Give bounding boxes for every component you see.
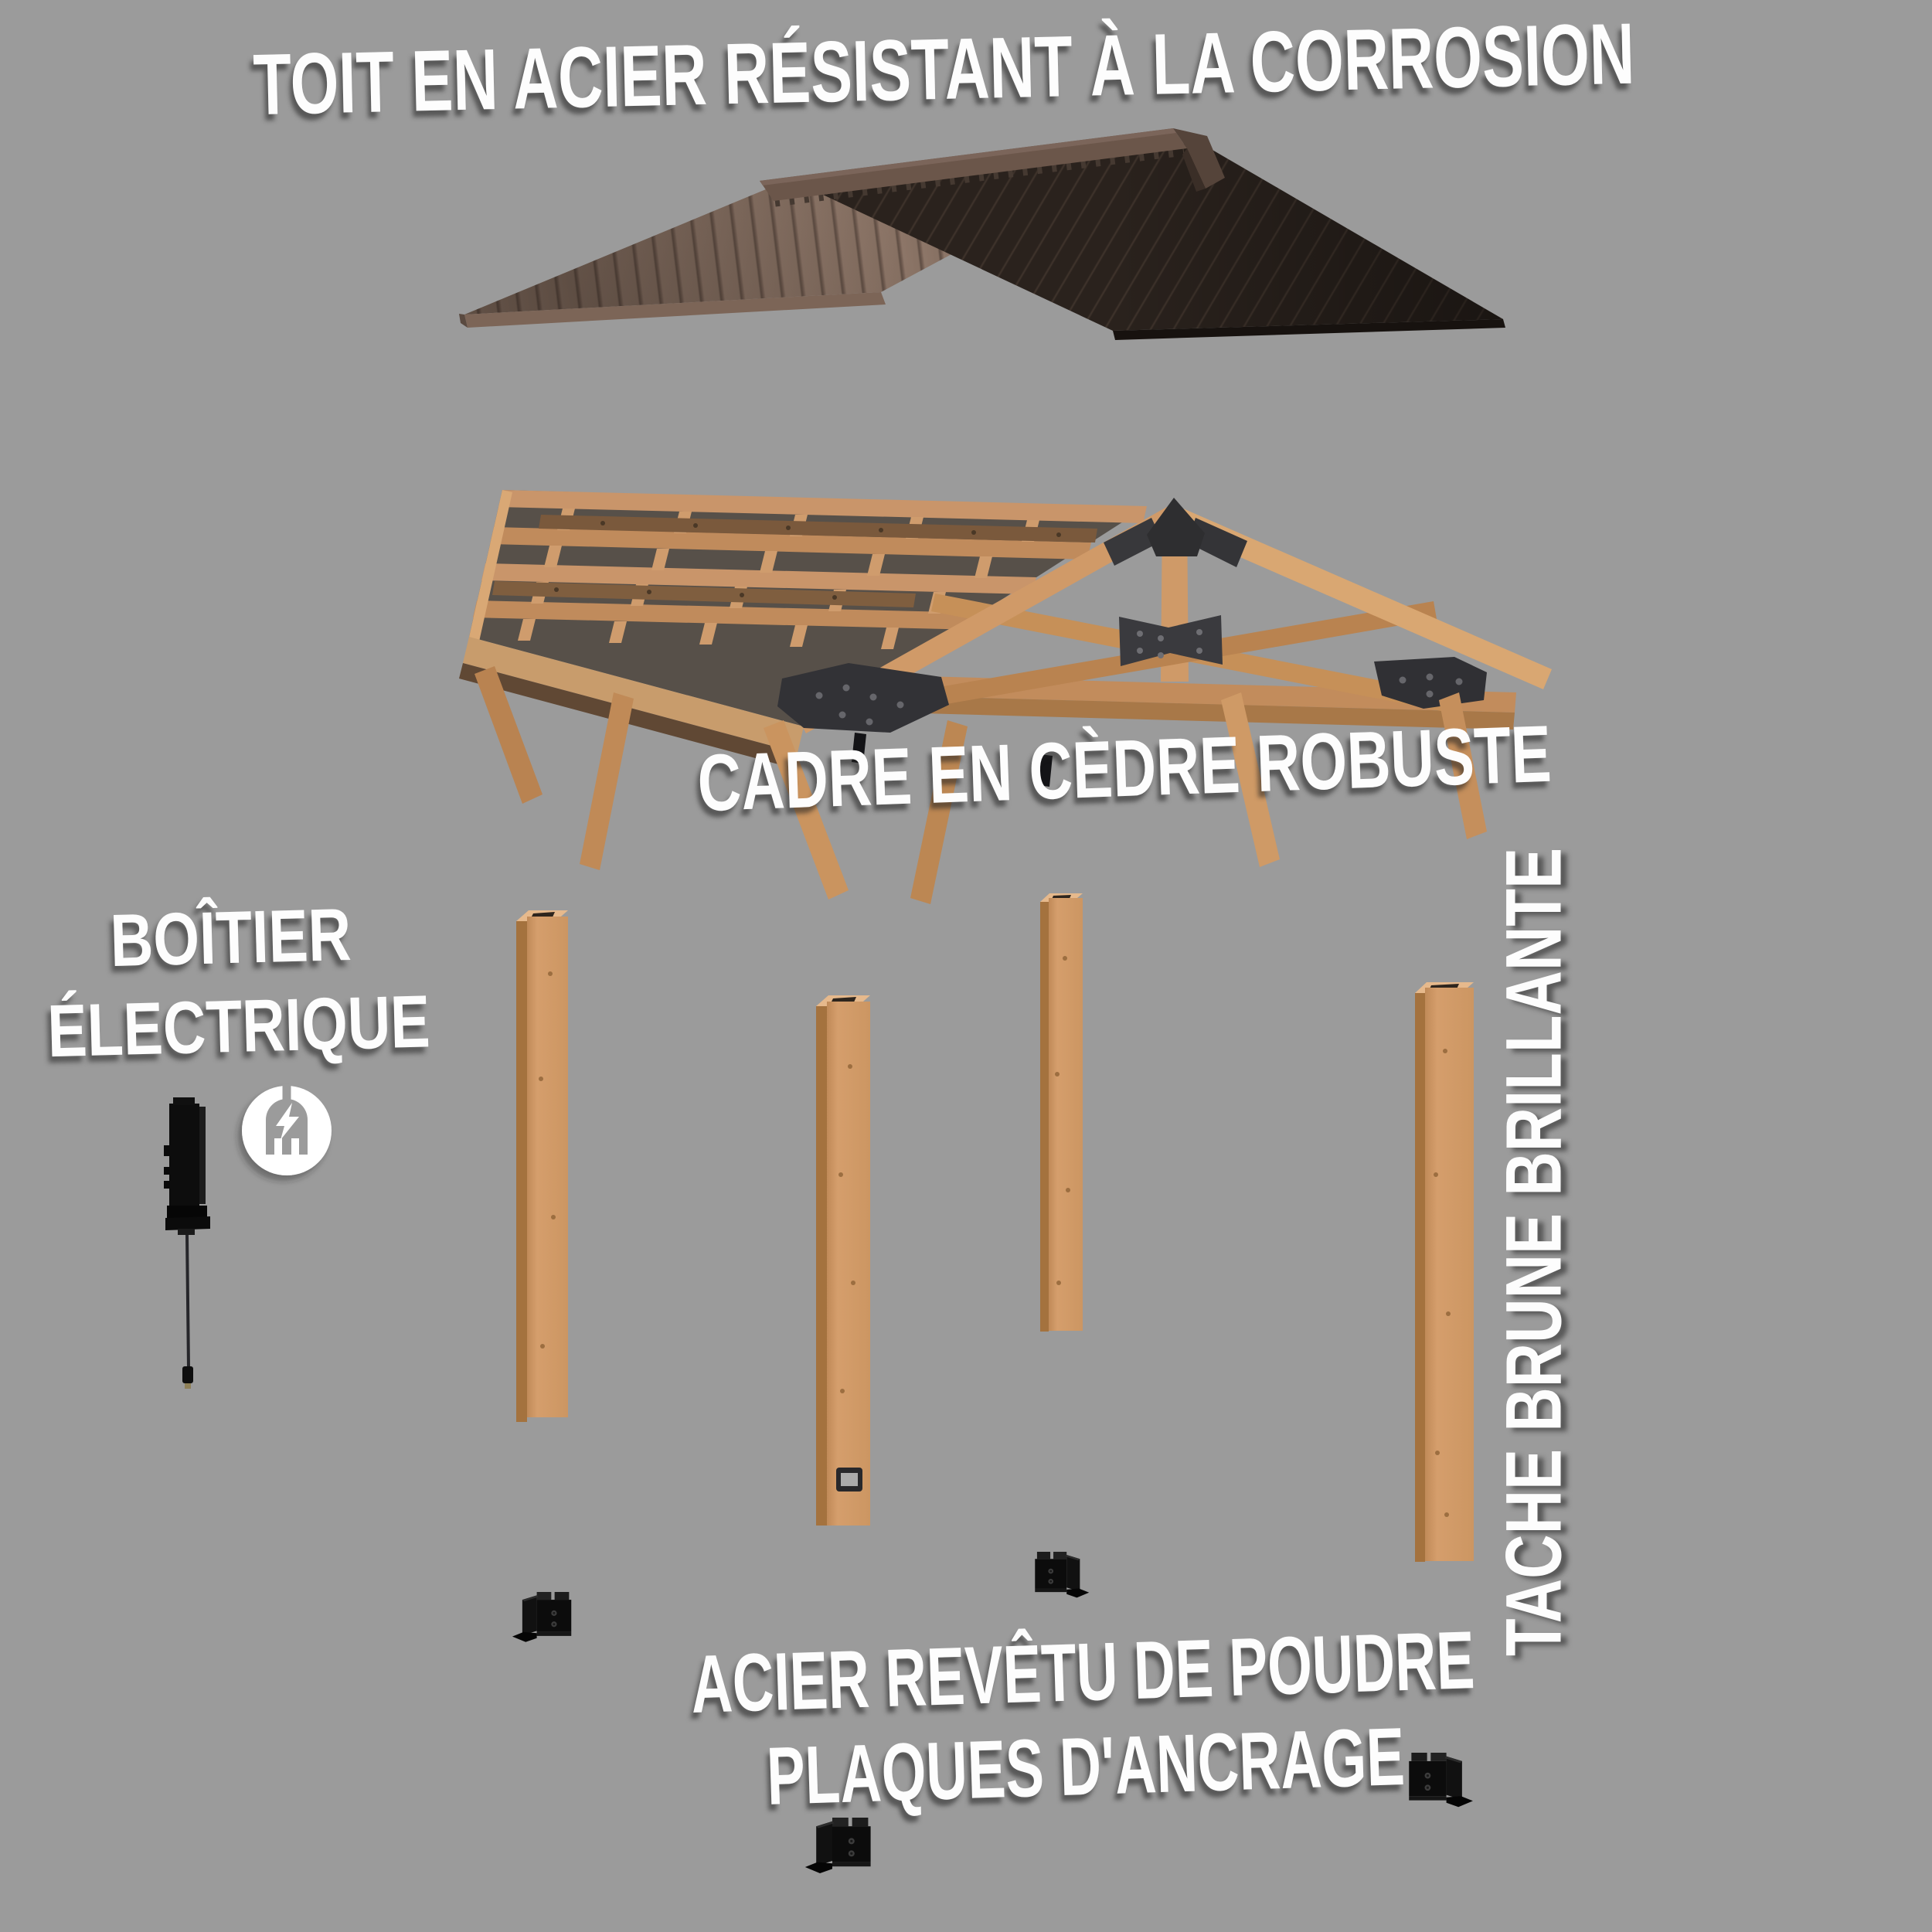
- power-cord: [185, 1234, 190, 1369]
- roof-ridge-end-cap: [1173, 128, 1225, 189]
- knee-braces: [474, 666, 1487, 904]
- apex-gusset-plate: [1147, 498, 1205, 556]
- anchor-plate-1: [512, 1592, 572, 1642]
- anchor-plate-2: [804, 1818, 871, 1873]
- gable-truss: [777, 498, 1552, 787]
- wood-post-3: [1040, 893, 1083, 1332]
- electrical-label-line2: ÉLECTRIQUE: [46, 980, 431, 1073]
- roof-left-eave-trim: [464, 292, 886, 328]
- cedar-frame: [459, 490, 1552, 904]
- roof-right-eave-trim: [1113, 319, 1505, 340]
- left-chord-plate: [777, 663, 949, 733]
- wood-post-2: [816, 995, 870, 1526]
- center-gusset-plate: [1119, 615, 1223, 666]
- stain-label: TACHE BRUNE BRILLANTE: [1489, 847, 1578, 1657]
- power-plug: [182, 1366, 193, 1383]
- electrical-label-line1: BOÎTIER: [109, 893, 352, 983]
- wood-post-4: [1415, 982, 1474, 1562]
- anchor-plate-3: [1035, 1552, 1090, 1598]
- steel-roof: [459, 128, 1505, 340]
- wood-post-1: [516, 910, 568, 1422]
- electrical-box: [164, 1097, 210, 1389]
- electrical-label: BOÎTIER ÉLECTRIQUE: [44, 889, 431, 1077]
- electric-plug-icon: [242, 1084, 332, 1175]
- roof-ridge-cap: [760, 128, 1187, 201]
- anchor-label: ACIER REVÊTU DE POUDRE PLAQUES D'ANCRAGE: [541, 1609, 1628, 1832]
